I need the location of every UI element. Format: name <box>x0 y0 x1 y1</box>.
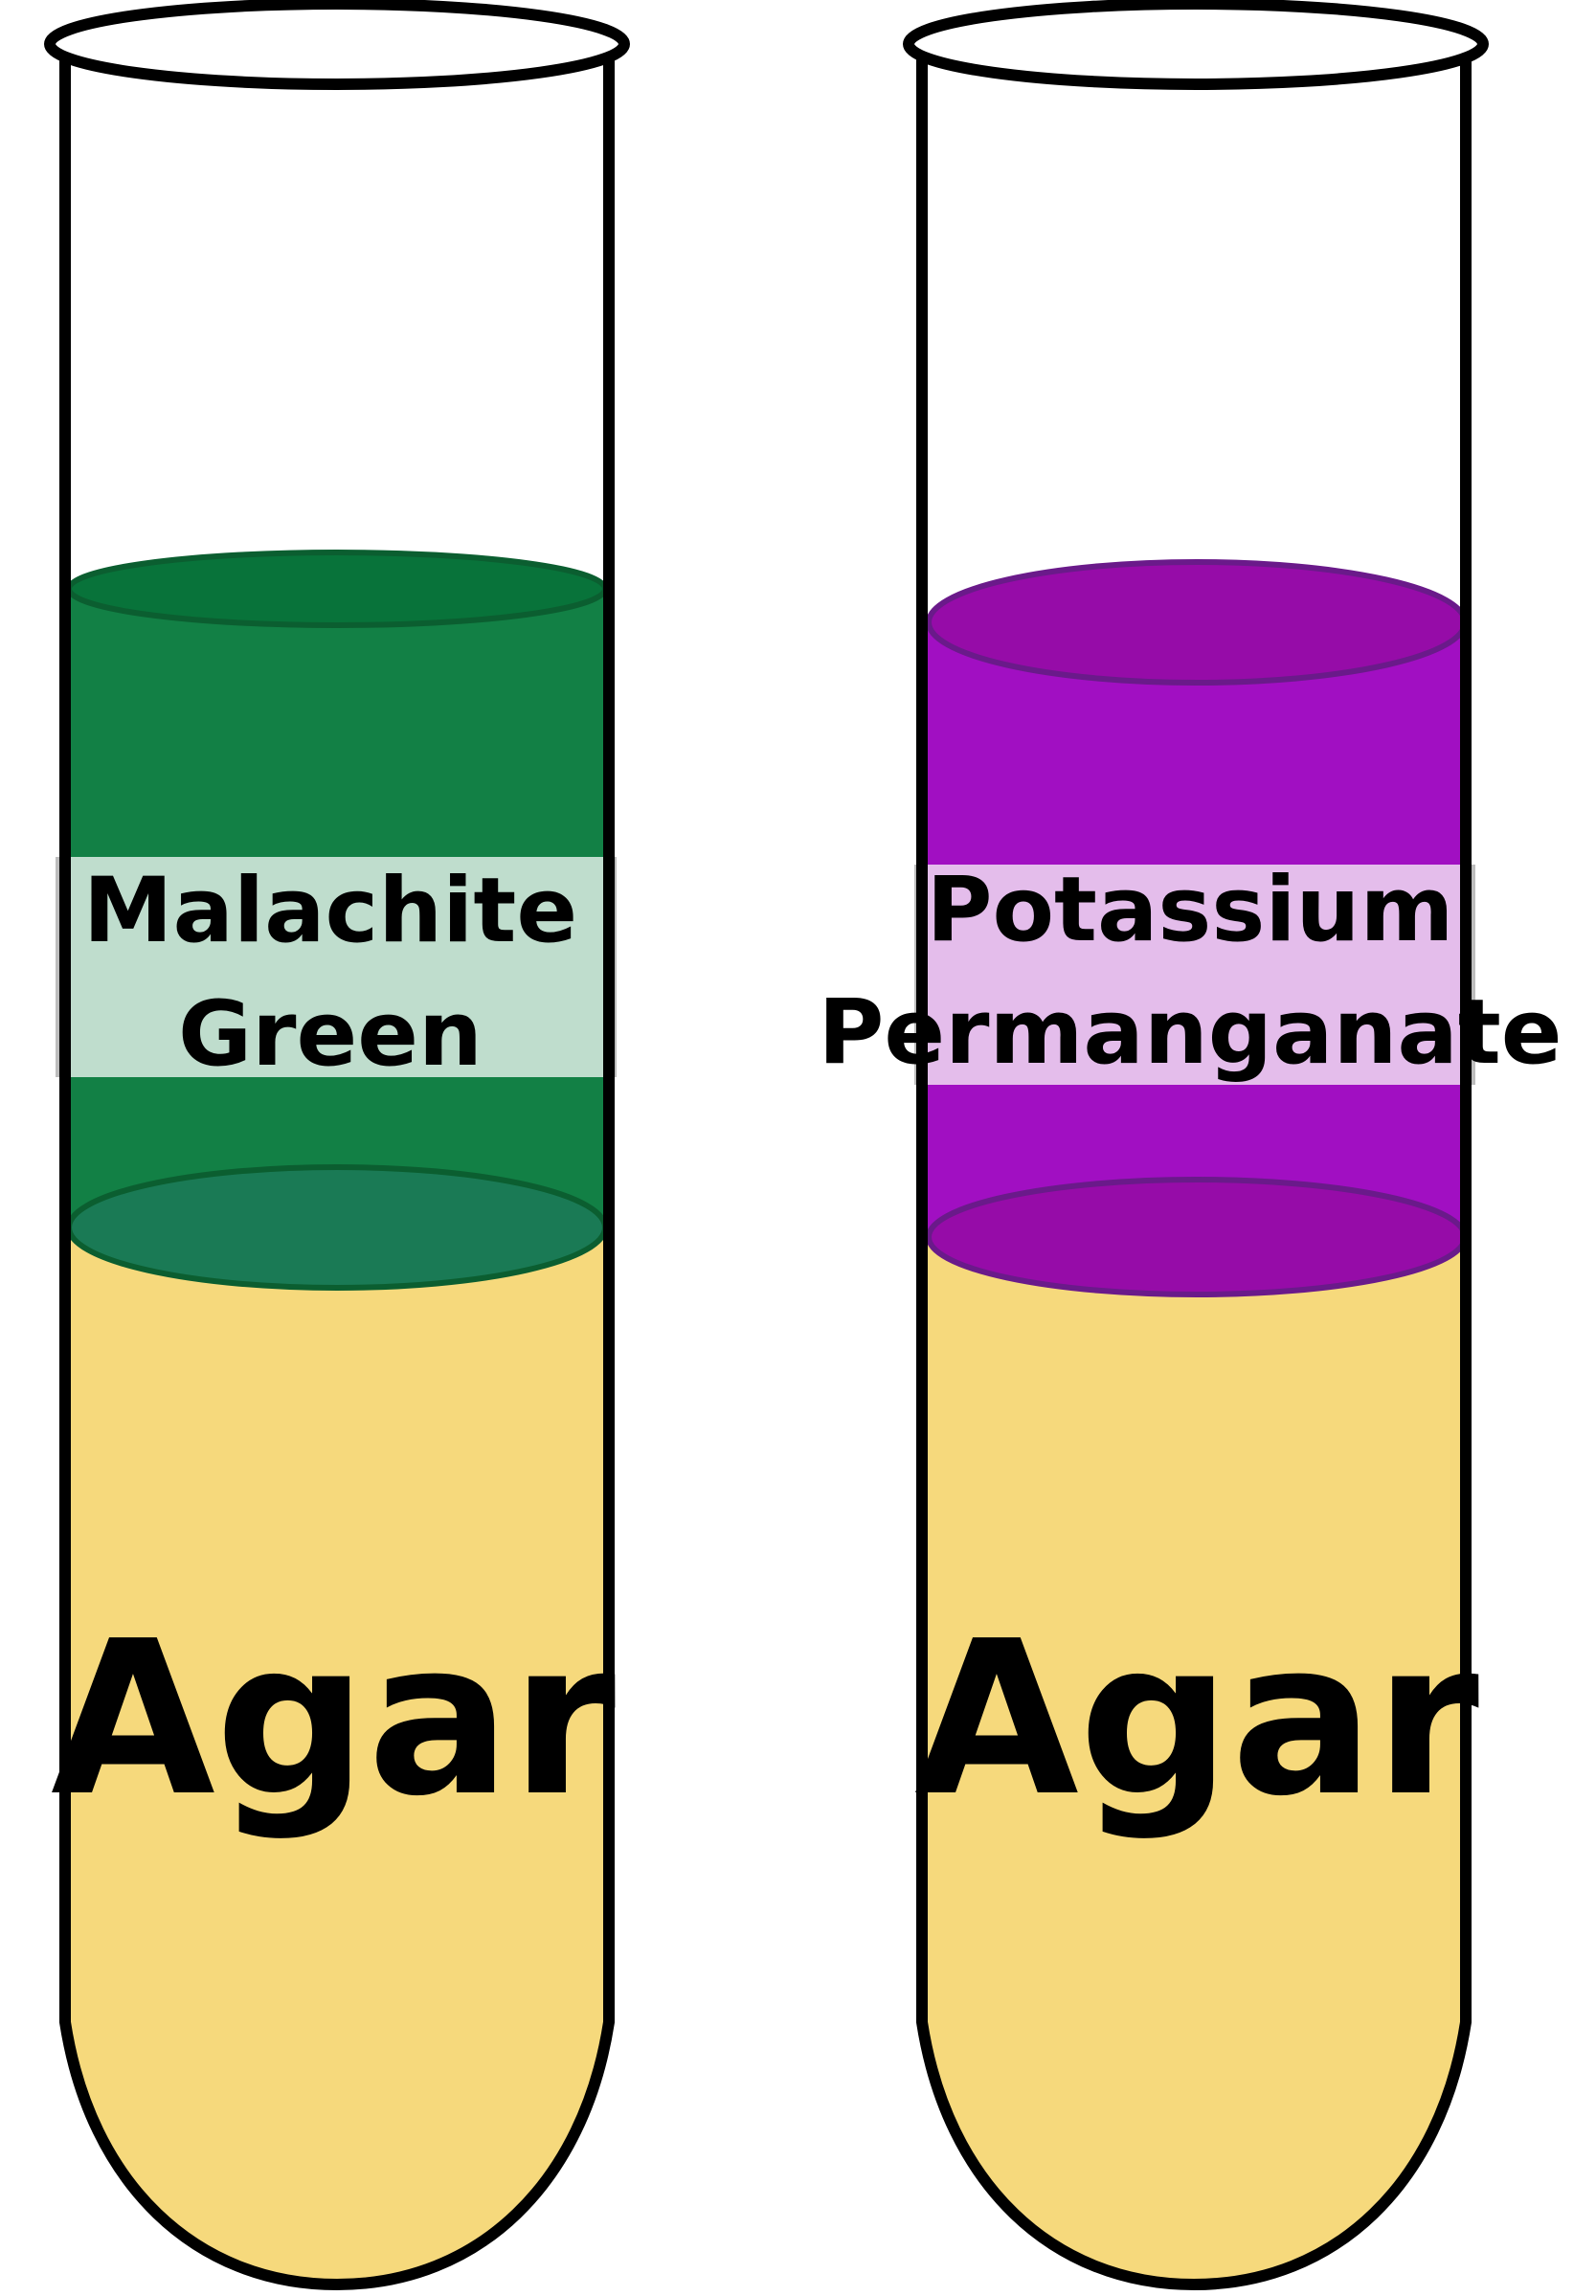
dye-label-line1: Malachite <box>83 859 577 963</box>
dye-label-line2: Green <box>178 982 483 1087</box>
agar-label: Agar <box>51 1596 616 1843</box>
dye-top-surface <box>926 559 1468 686</box>
dye-label-line2: Permanganate <box>818 980 1562 1085</box>
tube-glass-outline <box>916 44 1472 2290</box>
tube-rim <box>903 0 1489 90</box>
dye-top-surface <box>66 550 608 628</box>
dye-label-line1: Potassium <box>927 858 1454 962</box>
tube-rim <box>44 0 630 90</box>
dye-bottom-surface <box>66 1164 608 1291</box>
dye-label-band <box>914 865 1475 1085</box>
dye-bottom-surface <box>926 1177 1468 1297</box>
dye-label-band <box>56 857 617 1077</box>
agar-layer <box>922 1243 1466 2285</box>
test-tube-potassium-permanganate: Potassium Permanganate Agar <box>818 0 1562 2290</box>
test-tube-malachite-green: Malachite Green Agar <box>44 0 630 2290</box>
tube-glass-outline <box>59 44 615 2290</box>
agar-label: Agar <box>914 1596 1479 1843</box>
agar-layer <box>65 1235 609 2285</box>
